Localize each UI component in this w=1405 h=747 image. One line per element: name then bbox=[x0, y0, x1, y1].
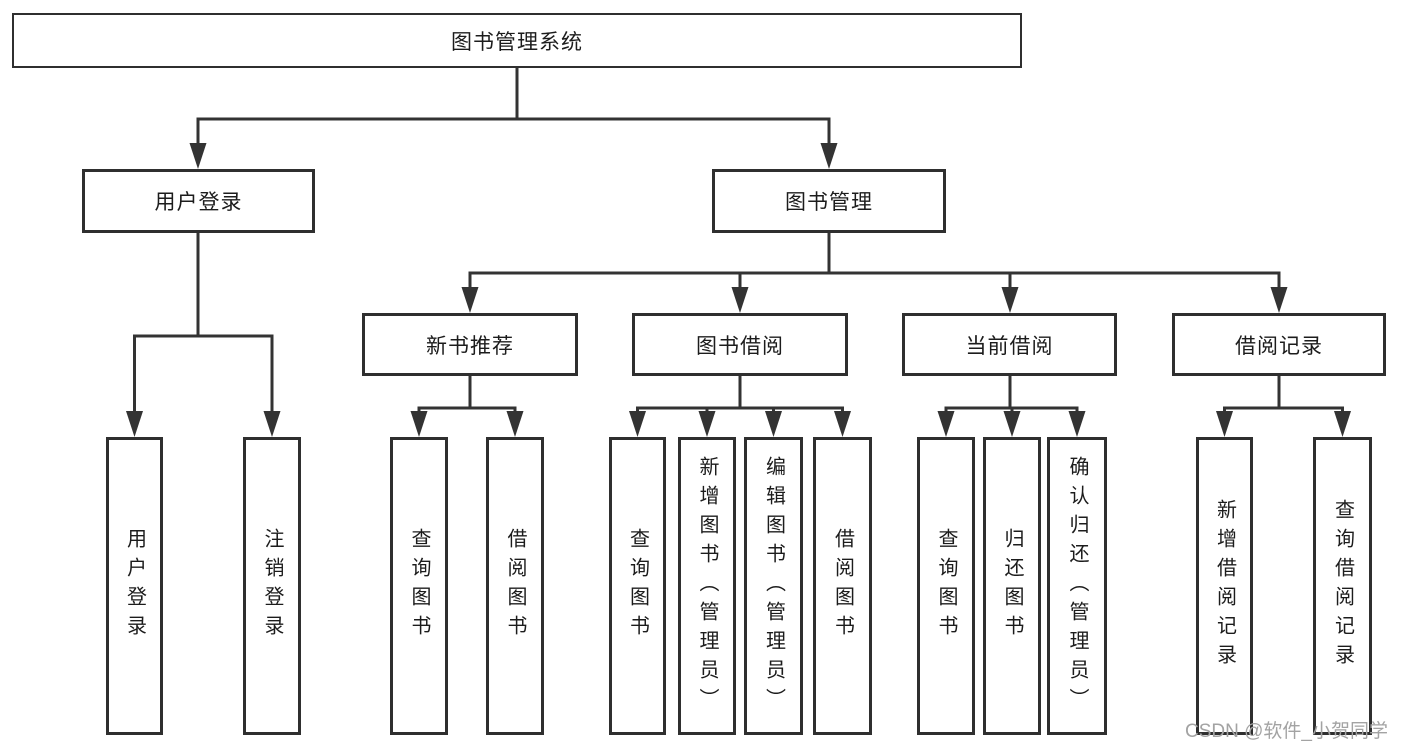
leaf-borrow-books-borrowing: 借阅图书 bbox=[813, 437, 872, 735]
leaf-edit-book-admin-label: 编辑图书（管理员） bbox=[762, 455, 785, 717]
leaf-edit-book-admin: 编辑图书（管理员） bbox=[744, 437, 803, 735]
node-book-borrowing: 图书借阅 bbox=[632, 313, 848, 376]
watermark: CSDN @软件_小贺同学 bbox=[1185, 721, 1388, 742]
leaf-query-books-current: 查询图书 bbox=[917, 437, 975, 735]
node-borrowing-records-label: 借阅记录 bbox=[1235, 334, 1323, 358]
node-user-login-label: 用户登录 bbox=[154, 191, 243, 214]
leaf-confirm-return-admin-label: 确认归还（管理员） bbox=[1066, 455, 1088, 717]
leaf-logout-label: 注销登录 bbox=[261, 528, 283, 644]
node-new-book-recommend-label: 新书推荐 bbox=[426, 334, 514, 358]
node-library-system-label: 图书管理系统 bbox=[451, 30, 583, 54]
leaf-return-books-label: 归还图书 bbox=[1001, 528, 1023, 644]
node-book-management: 图书管理 bbox=[712, 169, 946, 233]
node-borrowing-records: 借阅记录 bbox=[1172, 313, 1386, 376]
node-user-login: 用户登录 bbox=[82, 169, 315, 233]
leaf-logout: 注销登录 bbox=[243, 437, 301, 735]
leaf-confirm-return-admin: 确认归还（管理员） bbox=[1047, 437, 1107, 735]
leaf-add-borrow-record: 新增借阅记录 bbox=[1196, 437, 1253, 735]
node-new-book-recommend: 新书推荐 bbox=[362, 313, 578, 376]
leaf-user-login-label: 用户登录 bbox=[123, 528, 146, 644]
leaf-query-borrow-record: 查询借阅记录 bbox=[1313, 437, 1372, 735]
leaf-query-books-recommend: 查询图书 bbox=[390, 437, 448, 735]
leaf-query-books-recommend-label: 查询图书 bbox=[408, 528, 430, 644]
node-current-borrowing-label: 当前借阅 bbox=[965, 334, 1054, 358]
leaf-return-books: 归还图书 bbox=[983, 437, 1041, 735]
node-current-borrowing: 当前借阅 bbox=[902, 313, 1117, 376]
leaf-query-books-current-label: 查询图书 bbox=[935, 528, 957, 644]
leaf-add-borrow-record-label: 新增借阅记录 bbox=[1213, 499, 1236, 673]
leaf-user-login: 用户登录 bbox=[106, 437, 163, 735]
leaf-query-borrow-record-label: 查询借阅记录 bbox=[1331, 499, 1354, 673]
leaf-add-book-admin-label: 新增图书（管理员） bbox=[696, 455, 718, 717]
leaf-query-books-borrowing-label: 查询图书 bbox=[626, 528, 649, 644]
node-book-borrowing-label: 图书借阅 bbox=[696, 334, 784, 358]
leaf-borrow-books-borrowing-label: 借阅图书 bbox=[831, 528, 854, 644]
node-book-management-label: 图书管理 bbox=[785, 191, 873, 214]
leaf-query-books-borrowing: 查询图书 bbox=[609, 437, 666, 735]
leaf-borrow-books-recommend: 借阅图书 bbox=[486, 437, 544, 735]
leaf-borrow-books-recommend-label: 借阅图书 bbox=[504, 528, 526, 644]
leaf-add-book-admin: 新增图书（管理员） bbox=[678, 437, 736, 735]
node-library-system: 图书管理系统 bbox=[12, 13, 1022, 68]
